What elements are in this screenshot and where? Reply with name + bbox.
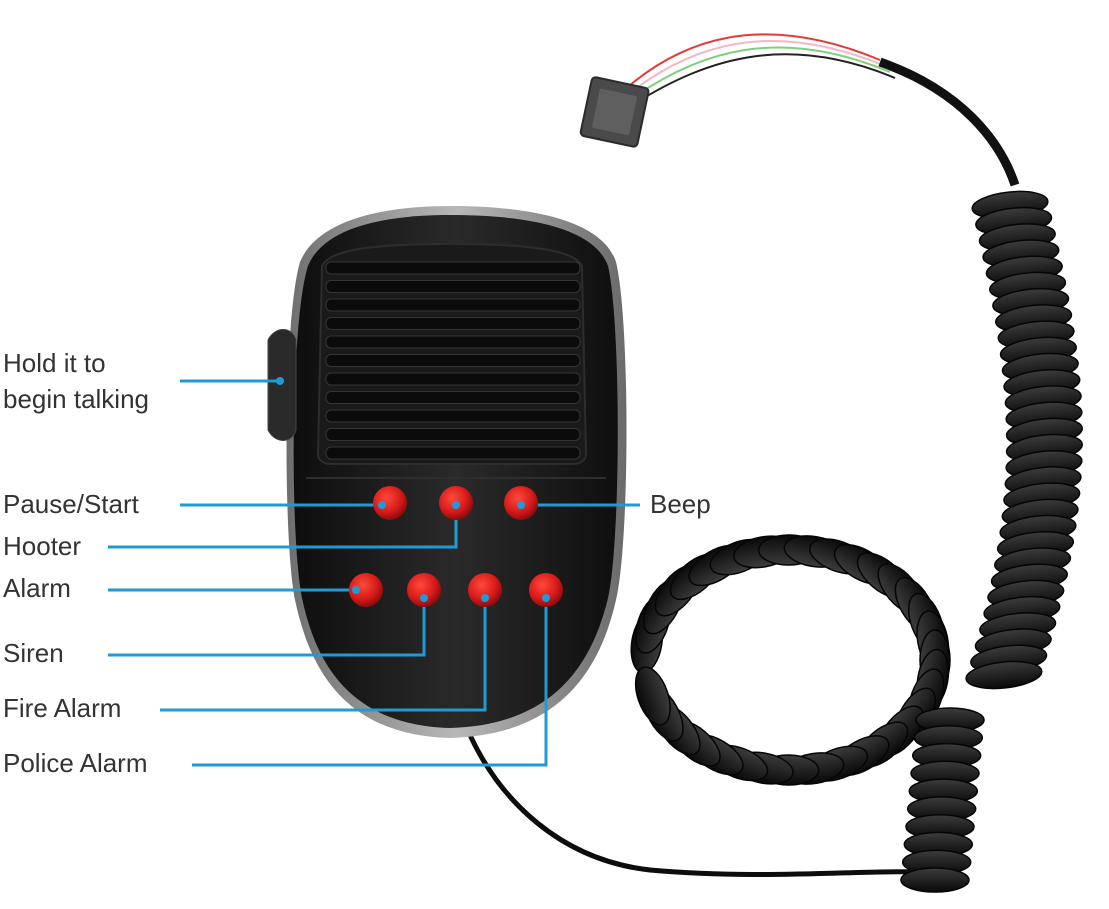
grille-slot <box>325 409 581 423</box>
grille-slot <box>325 354 581 367</box>
label-police-alarm: Police Alarm <box>3 748 148 778</box>
hooter-button <box>439 486 473 520</box>
label-siren: Siren <box>3 638 64 668</box>
police-alarm-button <box>529 573 563 607</box>
label-beep: Beep <box>650 489 711 519</box>
beep-button <box>504 486 538 520</box>
coiled-cord <box>630 190 1083 893</box>
connector-plug <box>579 33 896 148</box>
fire-alarm-button <box>468 573 502 607</box>
leader-siren <box>108 598 426 657</box>
grille-slot <box>325 317 581 330</box>
grille-slot <box>325 391 581 404</box>
leader-police-alarm <box>192 598 548 767</box>
ptt-side-button <box>267 329 297 441</box>
label-ptt: Hold it to begin talking <box>3 348 149 414</box>
coil-ring <box>634 666 671 726</box>
grille-slot <box>325 372 581 386</box>
grille-slot <box>325 428 581 441</box>
grille-slot <box>325 280 581 293</box>
label-pause-start: Pause/Start <box>3 489 139 519</box>
pause-start-button <box>373 486 407 520</box>
alarm-button <box>349 573 383 607</box>
leader-lines <box>108 379 640 767</box>
label-hooter: Hooter <box>3 531 82 561</box>
grille-slot <box>325 446 581 460</box>
label-alarm: Alarm <box>3 573 71 603</box>
coil-cable <box>878 57 1020 187</box>
speaker-grille <box>316 242 588 465</box>
siren-button <box>407 573 441 607</box>
grille-slot <box>325 335 581 349</box>
button-panel <box>276 377 563 607</box>
grille-slot <box>325 298 581 312</box>
mic-cable <box>467 733 916 878</box>
label-fire-alarm: Fire Alarm <box>3 693 122 723</box>
coil-ring <box>900 867 970 893</box>
grille-slot <box>325 261 581 275</box>
coil-ring <box>965 660 1043 690</box>
leader-fire-alarm <box>160 598 487 712</box>
